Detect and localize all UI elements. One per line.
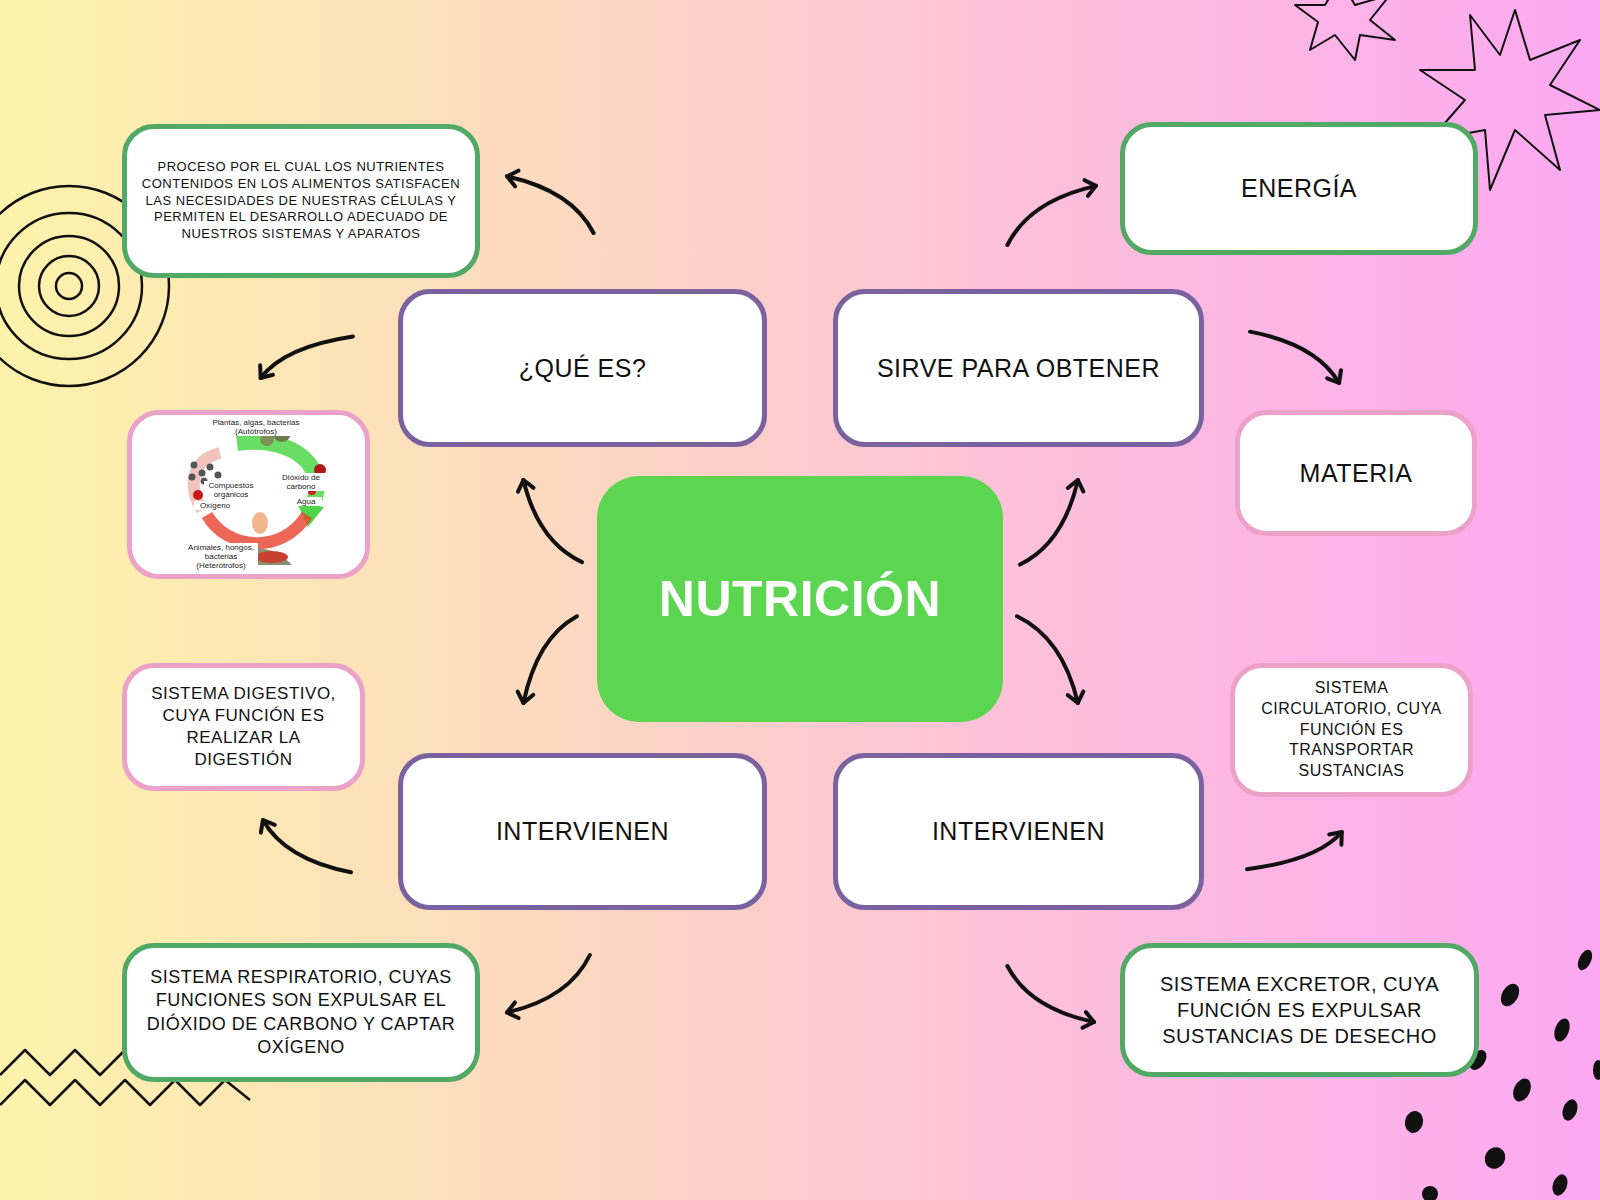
system-box: SISTEMA DIGESTIVO, CUYA FUNCIÓN ES REALI… (122, 663, 365, 791)
node-text: SISTEMA CIRCULATORIO, CUYA FUNCIÓN ES TR… (1249, 678, 1454, 782)
illustration-label: Agua (290, 497, 322, 506)
curved-arrow (507, 955, 590, 1013)
question-box: SIRVE PARA OBTENER (833, 289, 1204, 447)
molecule-atom (207, 464, 214, 471)
zigzag-line (0, 1080, 250, 1105)
scribble (1510, 1076, 1535, 1105)
node-text: SISTEMA DIGESTIVO, CUYA FUNCIÓN ES REALI… (141, 683, 346, 771)
text-stack: INTERVIENEN (496, 815, 669, 848)
scribble (1402, 1109, 1425, 1135)
curved-arrow (1247, 832, 1342, 869)
illustration-label: Animales, hongos, bacterias (Heterótrofo… (184, 543, 258, 571)
curved-arrow (263, 820, 351, 872)
scribble (1550, 1172, 1571, 1197)
node-text: ¿QUÉ ES? (519, 352, 647, 385)
question-box: INTERVIENEN (398, 753, 767, 910)
curved-arrow (523, 480, 582, 562)
text-stack: SISTEMA CIRCULATORIO, CUYA FUNCIÓN ES TR… (1249, 678, 1454, 782)
scribble (1551, 1016, 1572, 1043)
node-text: PROCESO POR EL CUAL LOS NUTRIENTES CONTE… (141, 159, 461, 243)
illustration-ground (152, 415, 348, 574)
central-topic: NUTRICIÓN (597, 476, 1003, 722)
scribble (1481, 1143, 1509, 1172)
text-stack: SIRVE PARA OBTENER (877, 352, 1160, 385)
system-box: SISTEMA CIRCULATORIO, CUYA FUNCIÓN ES TR… (1230, 663, 1473, 797)
text-stack: SISTEMA EXCRETOR, CUYA FUNCIÓN ES EXPULS… (1139, 971, 1460, 1049)
text-stack: PROCESO POR EL CUAL LOS NUTRIENTES CONTE… (141, 159, 461, 243)
node-text: NUTRICIÓN (659, 567, 941, 632)
text-stack: INTERVIENEN (932, 815, 1105, 848)
star (1295, 0, 1395, 60)
ring (39, 256, 99, 316)
person (252, 512, 268, 534)
illustration-label: Dióxido de carbono (272, 473, 330, 491)
molecule-atom (199, 470, 206, 477)
curved-arrow (1007, 966, 1094, 1022)
result-box: MATERIA (1235, 410, 1477, 536)
text-stack: SISTEMA RESPIRATORIO, CUYAS FUNCIONES SO… (141, 966, 461, 1060)
node-text: ENERGÍA (1241, 172, 1357, 205)
text-stack: SISTEMA DIGESTIVO, CUYA FUNCIÓN ES REALI… (141, 683, 346, 771)
molecule-atom (215, 472, 222, 479)
curved-arrow (1007, 186, 1096, 245)
molecule-atom (189, 474, 196, 481)
text-stack: NUTRICIÓN (659, 567, 941, 632)
node-text: SISTEMA RESPIRATORIO, CUYAS FUNCIONES SO… (141, 966, 461, 1060)
curved-arrow (1017, 616, 1078, 703)
text-stack: ENERGÍA (1241, 172, 1357, 205)
red-molecule (193, 490, 203, 500)
curved-arrow (1020, 480, 1078, 565)
node-text: SIRVE PARA OBTENER (877, 352, 1160, 385)
text-stack: MATERIA (1300, 457, 1413, 490)
question-box: ¿QUÉ ES? (398, 289, 767, 447)
definition-box: PROCESO POR EL CUAL LOS NUTRIENTES CONTE… (122, 124, 480, 278)
ring (0, 213, 142, 359)
scribble (1560, 1097, 1581, 1122)
node-text: MATERIA (1300, 457, 1413, 490)
question-box: INTERVIENEN (833, 753, 1204, 910)
scribble (1497, 981, 1523, 1010)
scribble (1575, 947, 1595, 972)
text-stack: ¿QUÉ ES? (519, 352, 647, 385)
illustration-label: Oxígeno (194, 501, 236, 510)
result-box: ENERGÍA (1120, 122, 1478, 255)
system-box: SISTEMA RESPIRATORIO, CUYAS FUNCIONES SO… (122, 943, 480, 1082)
molecule-atom (191, 462, 198, 469)
ring (56, 273, 82, 299)
curved-arrow (523, 616, 577, 703)
illustration-label: Compuestos orgánicos (204, 481, 258, 499)
curved-arrow (507, 176, 594, 233)
node-text: INTERVIENEN (932, 815, 1105, 848)
image-box: Plantas, algas, bacterias (Autótrofos) Co… (127, 410, 370, 579)
node-text: INTERVIENEN (496, 815, 669, 848)
scribble (1422, 1186, 1438, 1200)
illustration-label: Plantas, algas, bacterias (Autótrofos) (210, 418, 302, 436)
ring (19, 236, 119, 336)
system-box: SISTEMA EXCRETOR, CUYA FUNCIÓN ES EXPULS… (1120, 943, 1479, 1077)
node-text: SISTEMA EXCRETOR, CUYA FUNCIÓN ES EXPULS… (1139, 971, 1460, 1049)
mushroom (256, 551, 288, 563)
scribble (1593, 1060, 1600, 1080)
curved-arrow (1250, 332, 1339, 383)
curved-arrow (261, 336, 353, 378)
